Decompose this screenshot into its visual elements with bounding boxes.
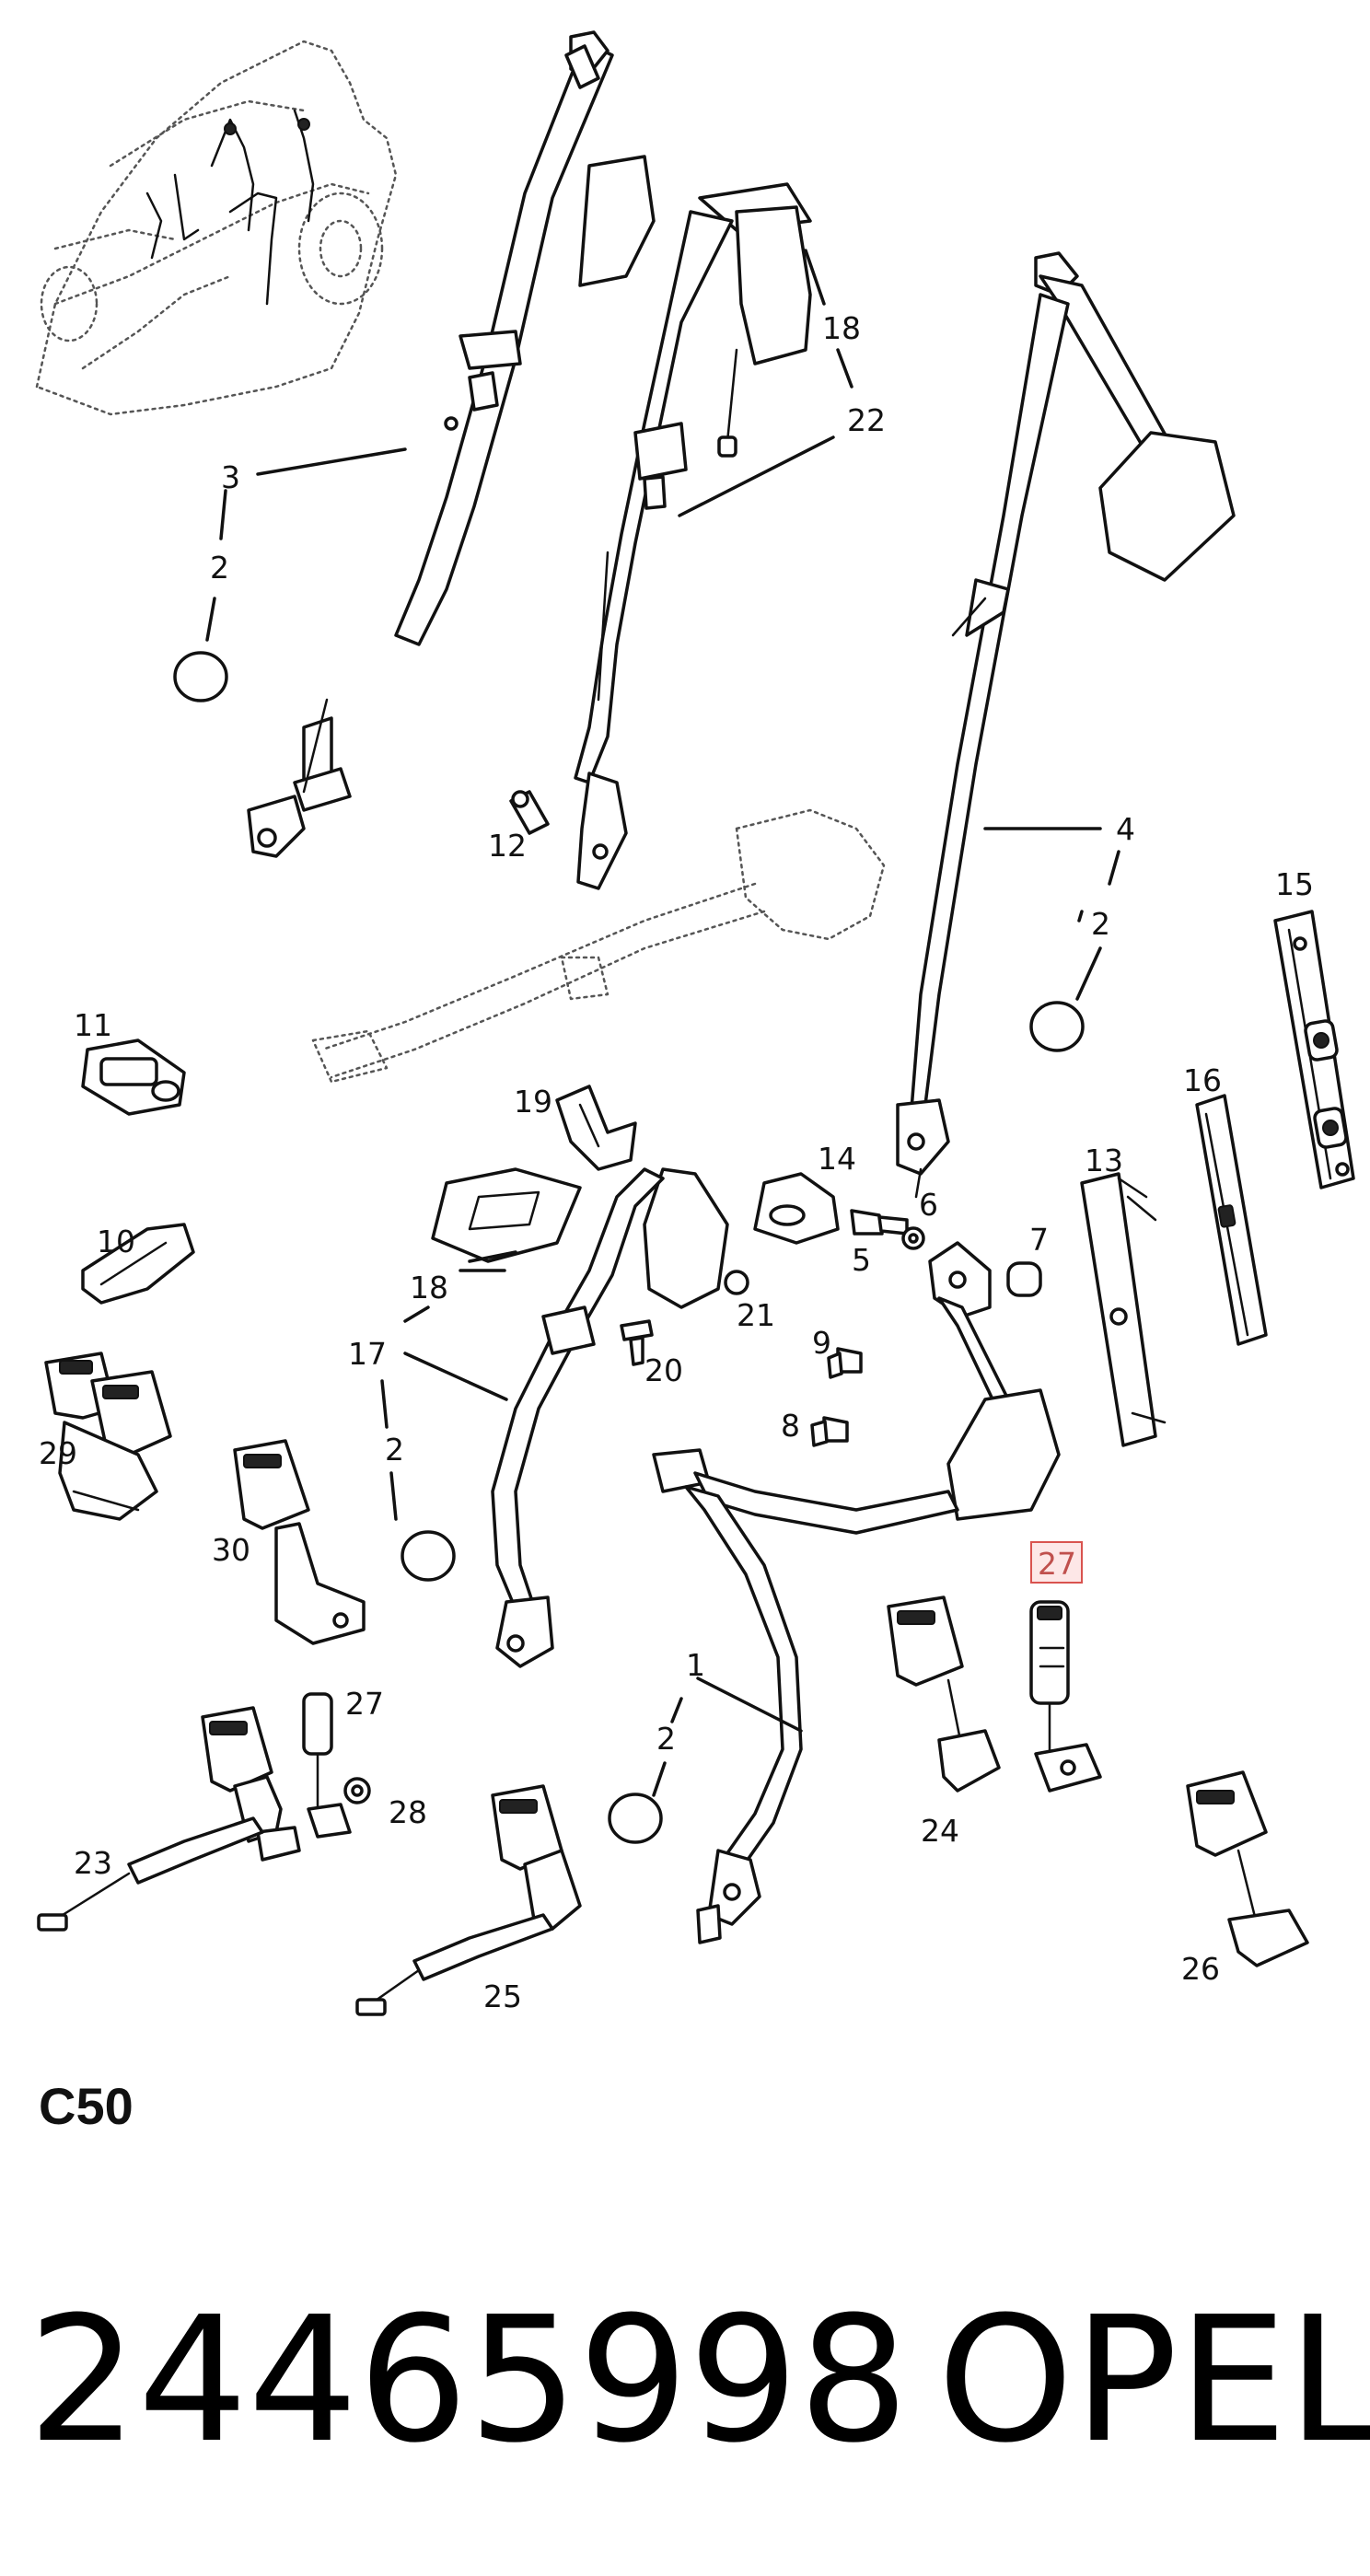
part-3-front-seat-belt [247, 30, 656, 858]
callout-3: 3 [221, 459, 240, 495]
callout-25: 25 [483, 1978, 522, 2014]
callout-7: 7 [1029, 1222, 1049, 1258]
callout-8: 8 [781, 1408, 800, 1444]
part-19-clip [555, 1085, 637, 1171]
callout-18-b: 18 [410, 1270, 448, 1305]
part-27-buckle-small [302, 1692, 352, 1839]
part-17-center-belt [491, 1167, 729, 1668]
part-7-spacer [1006, 1261, 1042, 1297]
callout-6: 6 [919, 1187, 938, 1223]
callout-13: 13 [1085, 1143, 1123, 1178]
section-code: C50 [39, 2077, 134, 2135]
callout-5: 5 [852, 1242, 871, 1278]
callout-30: 30 [212, 1532, 250, 1568]
callout-29: 29 [39, 1435, 77, 1471]
part-28-nut [343, 1777, 371, 1804]
callout-15: 15 [1275, 866, 1314, 902]
callout-12: 12 [488, 828, 527, 864]
part-4-seat-belt-right [896, 251, 1236, 1199]
callout-14: 14 [818, 1141, 856, 1177]
part-8-screw [810, 1416, 849, 1447]
part-9-screw [827, 1347, 863, 1379]
callout-4: 4 [1116, 811, 1135, 847]
callout-20: 20 [644, 1352, 683, 1388]
callout-11: 11 [74, 1007, 112, 1043]
callout-27-a: 27 [345, 1686, 384, 1722]
part-25-buckle-with-sensor [355, 1784, 582, 2016]
part-24-buckle [887, 1595, 1001, 1793]
part-2-cap-d [608, 1793, 663, 1844]
part-1-lap-belt [684, 1485, 803, 1944]
part-21-nut [724, 1270, 749, 1295]
callout-27-highlighted: 27 [1038, 1546, 1076, 1582]
part-22-rear-seat-belt [574, 182, 812, 890]
callout-labels: 3 2 18 22 12 4 2 15 11 19 14 5 6 16 13 7… [39, 310, 1314, 2014]
callout-16: 16 [1183, 1062, 1222, 1098]
leader-lines [205, 249, 1120, 1797]
part-29-double-buckle [44, 1352, 172, 1521]
part-5-bolt [850, 1209, 909, 1236]
ghost-rear-belt-outline [311, 808, 886, 1084]
part-27-buckle-highlighted [1029, 1600, 1102, 1793]
part-16-trim-cover [1195, 1094, 1268, 1346]
part-2-cap-a [173, 651, 228, 702]
callout-18-a: 18 [822, 310, 861, 346]
part-11-buckle-guide [81, 1039, 186, 1116]
part-20-screw [620, 1319, 654, 1366]
part-2-cap-c [401, 1530, 456, 1582]
callout-1: 1 [686, 1647, 705, 1683]
callout-17: 17 [348, 1336, 387, 1372]
part-6-washer [901, 1226, 925, 1250]
part-10-cover [81, 1223, 195, 1305]
part-2-cap-b [1029, 1001, 1085, 1052]
callout-9: 9 [812, 1325, 831, 1361]
callout-22: 22 [847, 402, 886, 438]
callout-24: 24 [921, 1813, 959, 1849]
callout-19: 19 [514, 1084, 552, 1120]
part-number: 24465998 [28, 2280, 909, 2481]
callout-21: 21 [737, 1297, 775, 1333]
part-14-bracket [753, 1172, 840, 1245]
callout-2-a: 2 [210, 550, 229, 586]
part-12-screw [509, 790, 550, 835]
callout-2-c: 2 [385, 1432, 404, 1468]
highlight-box-27 [1030, 1541, 1083, 1584]
brand-name: OPEL [937, 2280, 1370, 2481]
callout-23: 23 [74, 1845, 112, 1881]
callout-2-d: 2 [656, 1721, 676, 1757]
callout-10: 10 [97, 1224, 135, 1259]
part-23-buckle-with-sensor [37, 1706, 301, 1932]
callout-2-b: 2 [1091, 906, 1110, 942]
vehicle-location-thumbnail [35, 40, 398, 416]
part-13-adjuster-rail [1080, 1172, 1167, 1447]
part-26-buckle [1186, 1770, 1309, 1967]
callout-26: 26 [1181, 1951, 1220, 1987]
part-15-height-adjuster [1273, 910, 1355, 1189]
part-18-cover-plate [431, 1167, 582, 1263]
callout-28: 28 [389, 1794, 427, 1830]
part-30-buckle-with-bracket [233, 1439, 366, 1645]
